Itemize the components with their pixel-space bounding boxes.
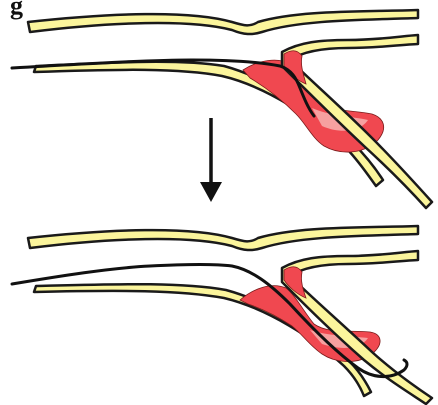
panel-before: [12, 10, 432, 208]
panel-after: [12, 226, 432, 404]
upper-vessel-wall-2: [28, 226, 418, 250]
upper-vessel-wall: [28, 10, 418, 34]
arrow-down-icon: [200, 118, 222, 202]
guidewire-after: [12, 265, 407, 377]
